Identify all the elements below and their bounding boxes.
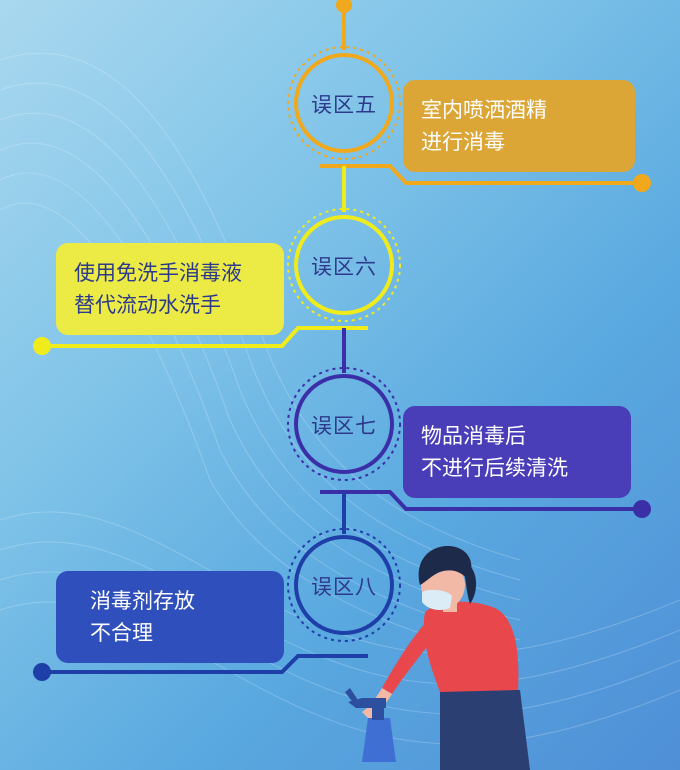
step-six-graphic [33, 166, 401, 355]
step-six-line-2: 替代流动水洗手 [74, 293, 221, 317]
person-spraying-illustration [345, 545, 530, 770]
step-eight-line-2: 不合理 [90, 621, 153, 645]
step-eight-line-1: 消毒剂存放 [90, 589, 195, 613]
step-seven-box: 物品消毒后 不进行后续清洗 [403, 406, 631, 498]
step-eight-graphic [33, 492, 401, 681]
step-five-label: 误区五 [311, 93, 377, 117]
step-seven-graphic [287, 328, 651, 518]
step-five-box: 室内喷洒酒精 进行消毒 [403, 80, 635, 172]
step-six-box: 使用免洗手消毒液 替代流动水洗手 [56, 243, 284, 335]
step-seven-line-1: 物品消毒后 [421, 424, 526, 448]
step-five-line-1: 室内喷洒酒精 [421, 98, 547, 122]
step-six-label: 误区六 [311, 255, 377, 279]
step-seven-label: 误区七 [311, 414, 377, 438]
step-five-line-2: 进行消毒 [421, 130, 505, 154]
step-eight-box: 消毒剂存放 不合理 [56, 571, 284, 663]
step-seven-line-2: 不进行后续清洗 [421, 456, 568, 480]
step-eight-label: 误区八 [311, 575, 377, 599]
step-five-graphic [287, 0, 651, 192]
step-six-line-1: 使用免洗手消毒液 [74, 261, 242, 285]
